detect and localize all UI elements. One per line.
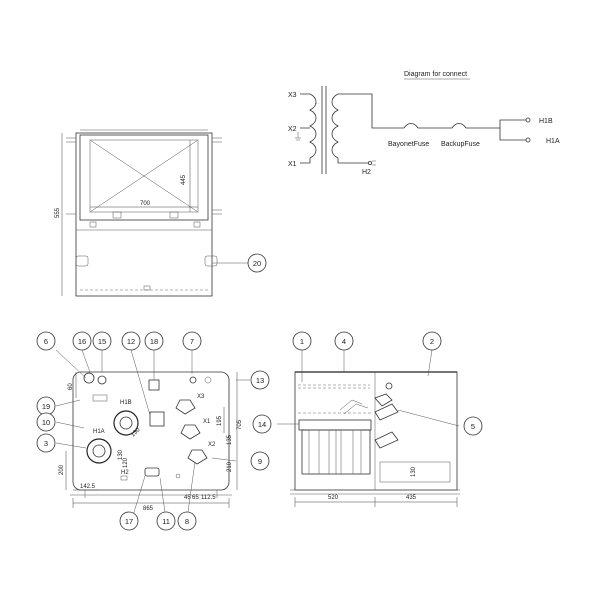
callout-4: 4	[334, 331, 354, 351]
svg-text:13: 13	[256, 376, 264, 385]
callout-14: 14	[252, 414, 272, 434]
dim-520: 520	[328, 495, 339, 501]
oil-fill-icon	[189, 376, 197, 384]
svg-text:3: 3	[44, 439, 48, 448]
svg-text:1: 1	[300, 337, 304, 346]
callout-13: 13	[250, 370, 270, 390]
dim-865: 865	[143, 506, 154, 512]
svg-text:20: 20	[253, 259, 261, 268]
label-x1: X1	[203, 419, 211, 425]
svg-text:6: 6	[44, 337, 48, 346]
callout-6: 6	[36, 331, 56, 351]
callout-20: 20	[247, 253, 267, 273]
svg-text:19: 19	[42, 402, 50, 411]
terminal-h1b: H1B	[539, 118, 553, 125]
callout-10: 10	[36, 412, 56, 432]
ground-pad-icon	[144, 467, 160, 477]
dim-130-side: 130	[411, 466, 417, 477]
dim-445: 445	[181, 174, 187, 185]
backup-fuse-label: BackupFuse	[441, 141, 480, 148]
dim-112-5: 112.5	[201, 495, 216, 501]
bushing-h1a-icon	[86, 438, 112, 464]
dim-65: 65	[192, 495, 199, 501]
dim-705: 705	[237, 419, 243, 430]
dim-142-5: 142.5	[80, 484, 96, 490]
label-x2: X2	[208, 442, 216, 448]
dim-210: 210	[227, 461, 233, 472]
top-view: 700 445 555 20	[55, 129, 267, 297]
callout-8: 8	[177, 511, 197, 531]
label-h1b: H1B	[120, 400, 132, 406]
dim-555: 555	[55, 207, 61, 218]
svg-text:8: 8	[185, 517, 189, 526]
svg-text:18: 18	[150, 337, 158, 346]
label-h2: H2	[121, 470, 129, 476]
svg-text:··: ··	[316, 101, 319, 106]
terminal-h2: H2	[362, 169, 371, 176]
callout-16: 16	[72, 331, 92, 351]
diagram-title: Diagram for connect	[404, 71, 467, 78]
lifting-eye-icon	[83, 372, 95, 384]
svg-text:11: 11	[162, 517, 170, 526]
bayonet-fuse-label: BayonetFuse	[388, 141, 429, 148]
side-view: 520 435 130 1 4 2 14 5	[252, 331, 483, 507]
callout-15: 15	[92, 331, 112, 351]
svg-text:14: 14	[258, 420, 266, 429]
pressure-relief-icon	[148, 379, 160, 391]
nameplate	[92, 394, 108, 402]
callout-7: 7	[182, 331, 202, 351]
svg-text:12: 12	[127, 337, 135, 346]
terminal-x3: X3	[288, 92, 297, 99]
svg-text:7: 7	[190, 337, 194, 346]
dim-130b: 130	[118, 449, 124, 460]
dim-135: 135	[227, 434, 233, 445]
callout-9: 9	[250, 451, 270, 471]
svg-text:10: 10	[42, 418, 50, 427]
label-x3: X3	[197, 394, 205, 400]
dim-60: 60	[68, 383, 74, 390]
svg-text:15: 15	[98, 337, 106, 346]
callout-17: 17	[119, 511, 139, 531]
svg-text:16: 16	[78, 337, 86, 346]
bushing-h1b-icon	[113, 410, 139, 436]
drain-valve-icon	[97, 375, 107, 385]
bushing-x1-icon	[180, 424, 201, 440]
bushing-x2-icon	[187, 449, 208, 465]
dim-435: 435	[406, 495, 417, 501]
connection-diagram: Diagram for connect ·· X3 X2 X1 H2 H1B H…	[288, 71, 560, 176]
dim-700: 700	[140, 201, 151, 207]
dim-195: 195	[217, 415, 223, 426]
svg-text:17: 17	[125, 517, 133, 526]
callout-3: 3	[36, 433, 56, 453]
label-h1a: H1A	[93, 429, 105, 435]
dim-200: 200	[59, 464, 65, 475]
callout-2: 2	[422, 331, 442, 351]
terminal-x2: X2	[288, 126, 297, 133]
fuse-holder-icon	[149, 411, 165, 427]
svg-text:2: 2	[430, 337, 434, 346]
callout-1: 1	[292, 331, 312, 351]
front-view: H1B H1A X3 X1 X2 H2 60 130 130 120 200 1…	[36, 331, 270, 531]
svg-text:4: 4	[342, 337, 346, 346]
callout-18: 18	[144, 331, 164, 351]
dim-130a: 130	[130, 427, 142, 439]
side-bushing-icon	[374, 393, 393, 407]
svg-text:5: 5	[471, 422, 475, 431]
dim-120: 120	[123, 457, 129, 468]
callout-11: 11	[156, 511, 176, 531]
callout-5: 5	[463, 416, 483, 436]
terminal-x1: X1	[288, 161, 297, 168]
callout-12: 12	[121, 331, 141, 351]
dim-45: 45	[184, 495, 191, 501]
terminal-h1a: H1A	[546, 138, 560, 145]
bushing-x3-icon	[175, 399, 196, 415]
callout-19: 19	[36, 396, 56, 416]
svg-text:9: 9	[258, 457, 262, 466]
